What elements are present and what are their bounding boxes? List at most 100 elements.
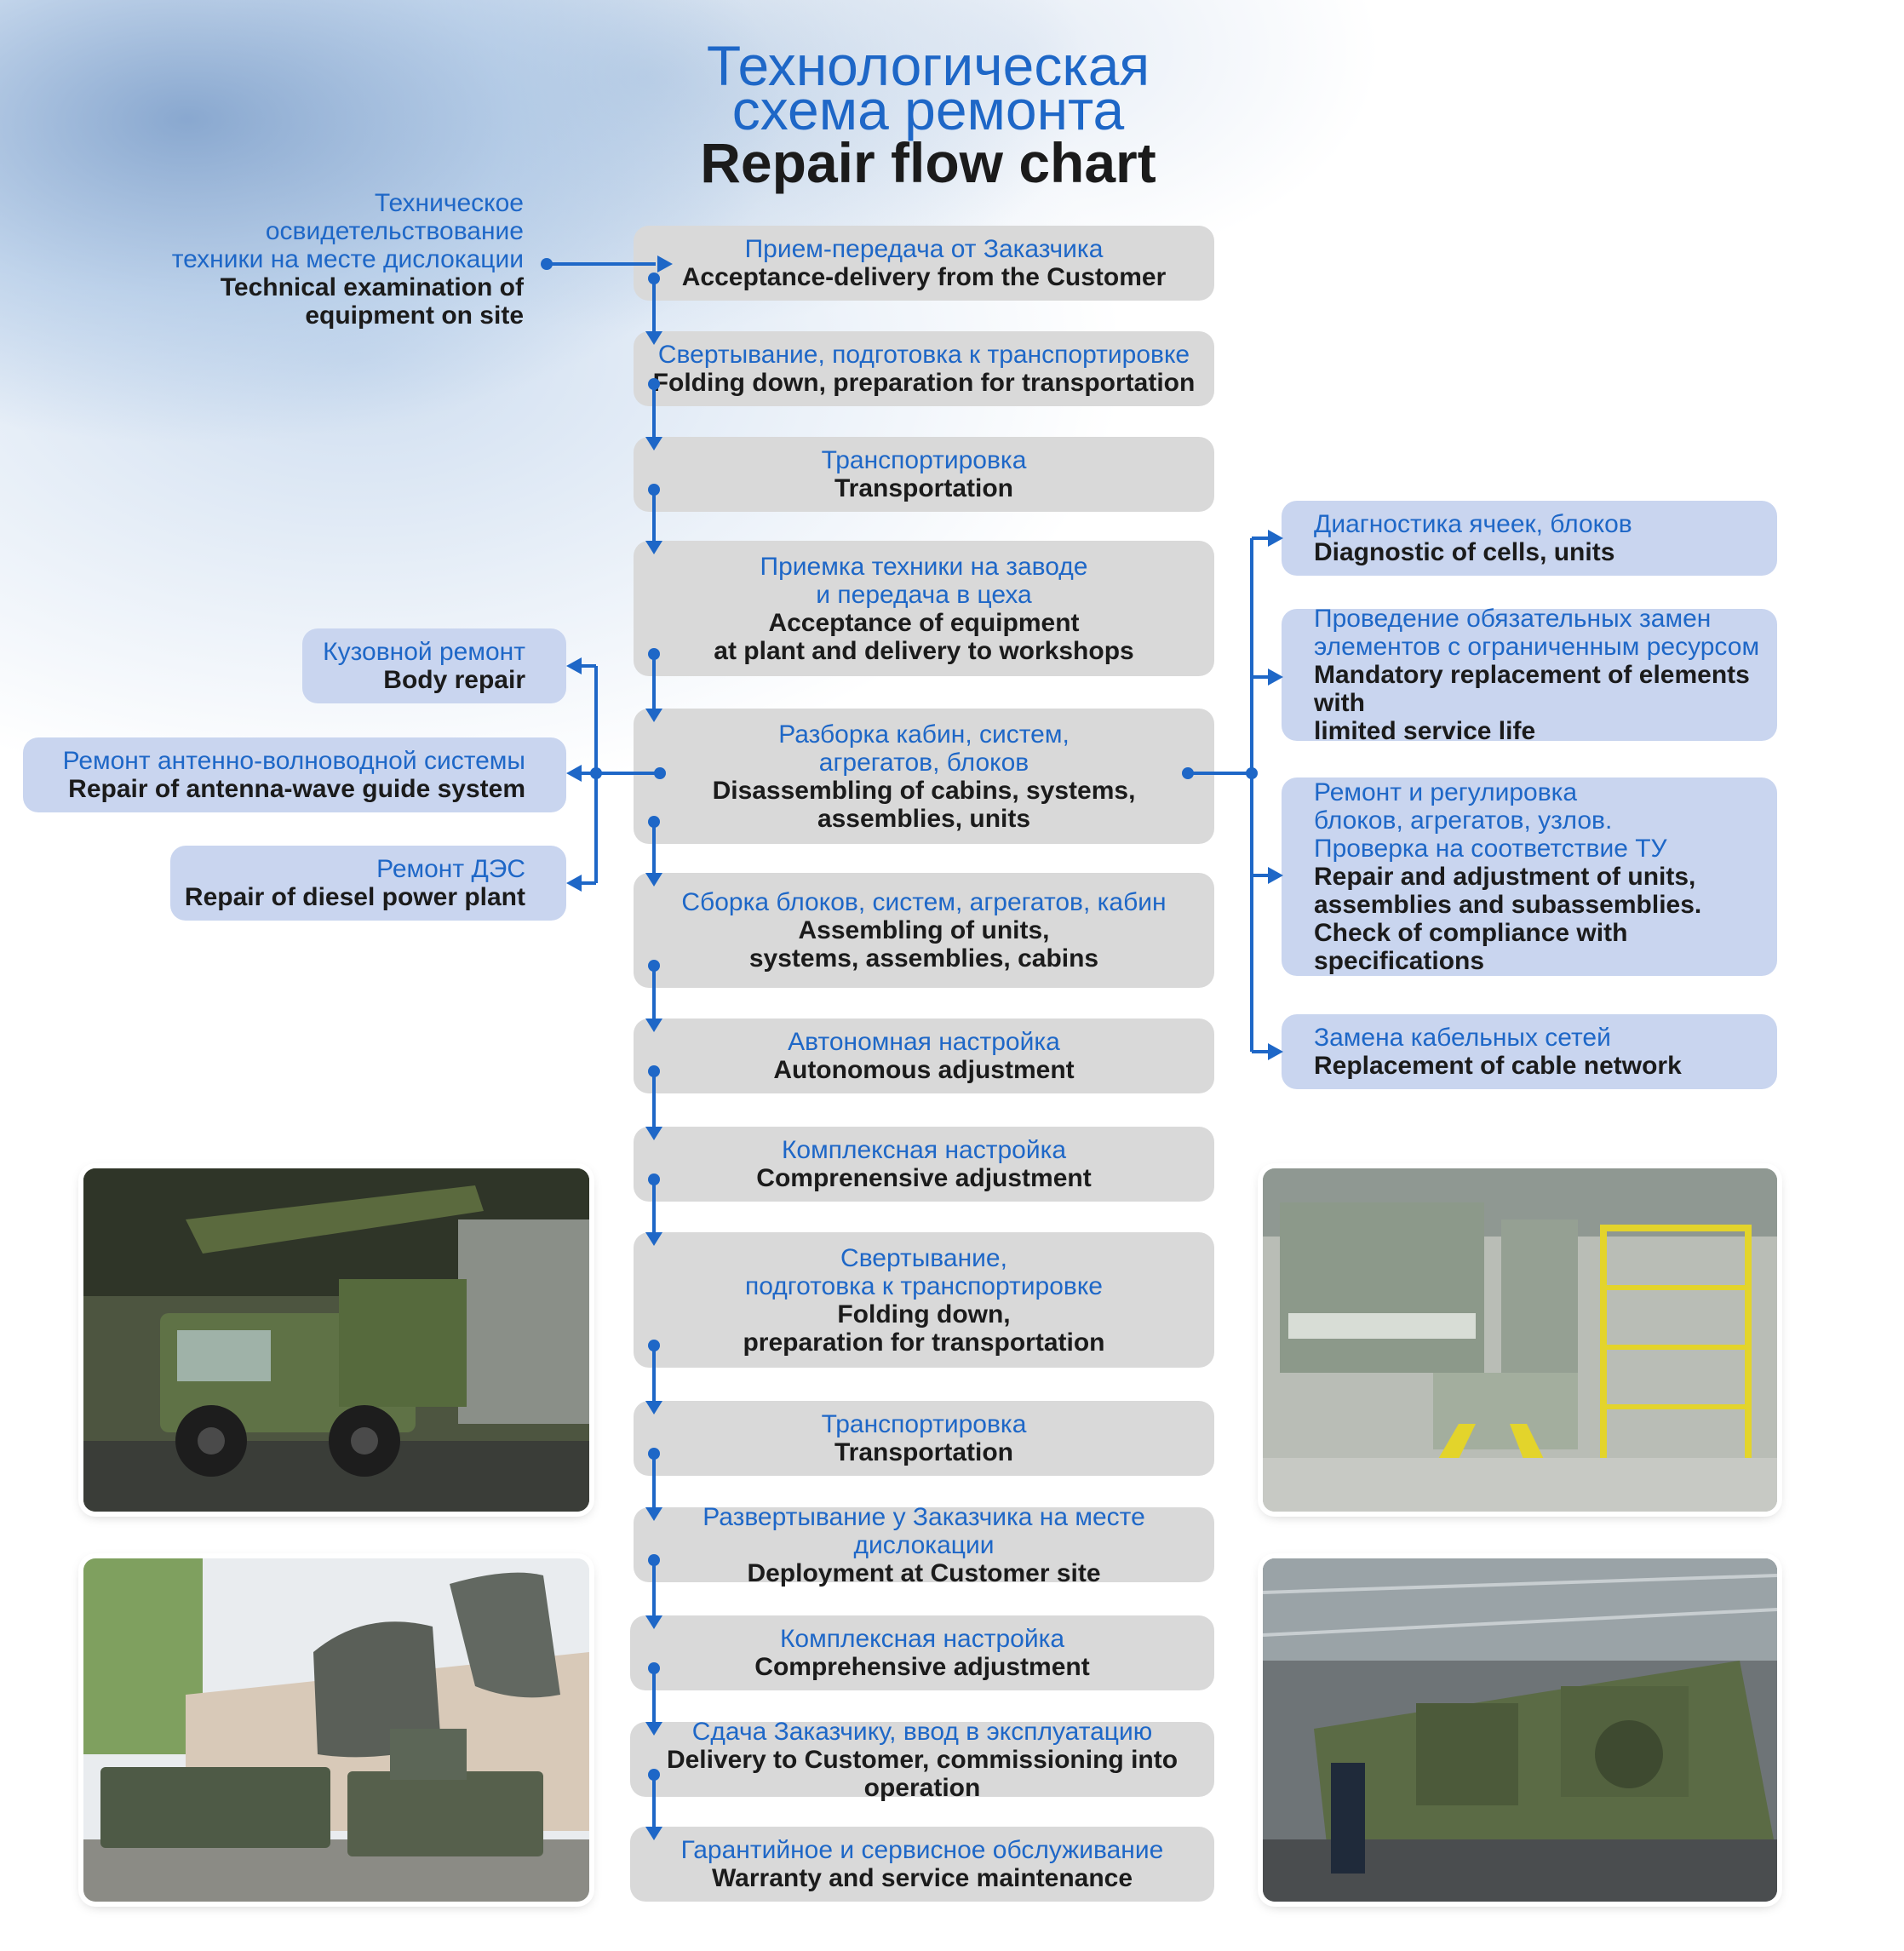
arrow-down-icon (645, 541, 662, 554)
flow-step-9: Свертывание,подготовка к транспортировке… (634, 1232, 1214, 1368)
label-ru: Автономная настройка (788, 1028, 1060, 1056)
label-ru: Транспортировка (821, 446, 1027, 474)
arrow-down-icon (645, 1722, 662, 1736)
label-en: Warranty and service maintenance (711, 1864, 1133, 1892)
label-en: Disassembling of cabins, systems, (712, 776, 1136, 805)
label-en: Mandatory replacement of elements with (1314, 661, 1750, 717)
label-en: limited service life (1314, 717, 1536, 745)
label-en: Transportation (834, 474, 1013, 502)
vehicle-assembly-photo (1263, 1558, 1777, 1902)
label-en: Repair and adjustment of units, (1314, 863, 1696, 891)
label-en: Delivery to Customer, commissioning into… (666, 1745, 1179, 1802)
note-ru-line: освидетельствование (265, 217, 524, 245)
label-ru: Комплексная настройка (781, 1136, 1067, 1164)
arrow-left-icon (566, 765, 582, 782)
label-en: Check of compliance with specifications (1314, 919, 1628, 975)
label-ru: Транспортировка (821, 1410, 1027, 1438)
label-en: Body repair (383, 666, 525, 694)
label-en: Folding down, preparation for transporta… (652, 369, 1196, 397)
on-site-examination-note: Техническое освидетельствование техники … (119, 189, 524, 330)
radar-antenna-photo (83, 1558, 589, 1902)
note-ru-line: техники на месте дислокации (171, 245, 524, 273)
label-ru: Ремонт ДЭС (376, 855, 525, 883)
label-en: Assembling of units, (798, 916, 1050, 944)
label-ru: Проведение обязательных замен (1314, 605, 1712, 633)
arrow-right-icon (1268, 1043, 1283, 1060)
arrow-right-icon (1268, 530, 1283, 547)
arrow-down-icon (645, 873, 662, 887)
green-truck-photo (83, 1168, 589, 1512)
label-ru: элементов с ограниченным ресурсом (1314, 633, 1760, 661)
label-ru: агрегатов, блоков (818, 748, 1029, 777)
arrow-down-icon (645, 1232, 662, 1246)
note-en-line: equipment on site (305, 301, 524, 330)
label-en: Repair of diesel power plant (184, 883, 525, 911)
note-en-line: Technical examination of (220, 273, 524, 301)
label-en: Acceptance of equipment (768, 608, 1080, 637)
arrow-left-icon (566, 875, 582, 892)
arrow-down-icon (645, 1507, 662, 1521)
label-en: Folding down, (837, 1300, 1011, 1328)
label-ru: блоков, агрегатов, узлов. (1314, 806, 1613, 835)
label-en: assemblies, units (817, 804, 1031, 833)
label-ru: Разборка кабин, систем, (778, 720, 1070, 749)
arrow-right-icon (657, 255, 673, 273)
arrow-right-icon (1268, 867, 1283, 884)
title-ru-line1: Технологическая (706, 34, 1150, 97)
label-en: at plant and delivery to workshops (714, 636, 1134, 665)
label-ru: и передача в цеха (816, 580, 1032, 609)
label-ru: подготовка к транспортировке (745, 1271, 1103, 1300)
label-ru: Приемка техники на заводе (760, 552, 1088, 581)
label-ru: Сборка блоков, систем, агрегатов, кабин (681, 888, 1167, 916)
label-en: systems, assemblies, cabins (748, 944, 1099, 973)
label-en: Autonomous adjustment (773, 1056, 1075, 1084)
label-ru: Развертывание у Заказчика на месте дисло… (703, 1502, 1145, 1559)
label-en: Diagnostic of cells, units (1314, 538, 1615, 566)
label-ru: Сдача Заказчику, ввод в эксплуатацию (691, 1717, 1153, 1746)
arrow-down-icon (645, 1127, 662, 1140)
label-ru: Свертывание, (840, 1243, 1007, 1272)
workshop-racks-photo (1263, 1168, 1777, 1512)
label-en: Replacement of cable network (1314, 1052, 1682, 1080)
label-en: assemblies and subassemblies. (1314, 891, 1702, 919)
title-en: Repair flow chart (700, 131, 1156, 194)
arrow-down-icon (645, 437, 662, 450)
label-ru: Гарантийное и сервисное обслуживание (680, 1836, 1164, 1864)
label-ru: Ремонт антенно-волноводной системы (62, 747, 525, 775)
flow-step-2: Свертывание, подготовка к транспортировк… (634, 331, 1214, 406)
label-en: Comprehensive adjustment (754, 1653, 1090, 1681)
arrow-down-icon (645, 709, 662, 722)
label-ru: Прием-передача от Заказчика (744, 235, 1104, 263)
flow-step-11: Развертывание у Заказчика на месте дисло… (634, 1503, 1214, 1587)
label-ru: Кузовной ремонт (323, 638, 525, 666)
arrow-down-icon (645, 1827, 662, 1840)
label-ru: Диагностика ячеек, блоков (1314, 510, 1632, 538)
arrow-left-icon (566, 657, 582, 674)
label-ru: Проверка на соответствие ТУ (1314, 835, 1667, 863)
arrow-down-icon (645, 331, 662, 345)
arrow-down-icon (645, 1615, 662, 1629)
label-ru: Свертывание, подготовка к транспортировк… (657, 341, 1190, 369)
note-ru-line: Техническое (374, 189, 524, 217)
label-en: Transportation (834, 1438, 1013, 1466)
label-ru: Комплексная настройка (779, 1625, 1065, 1653)
label-ru: Замена кабельных сетей (1314, 1024, 1611, 1052)
label-en: Repair of antenna-wave guide system (68, 775, 525, 803)
